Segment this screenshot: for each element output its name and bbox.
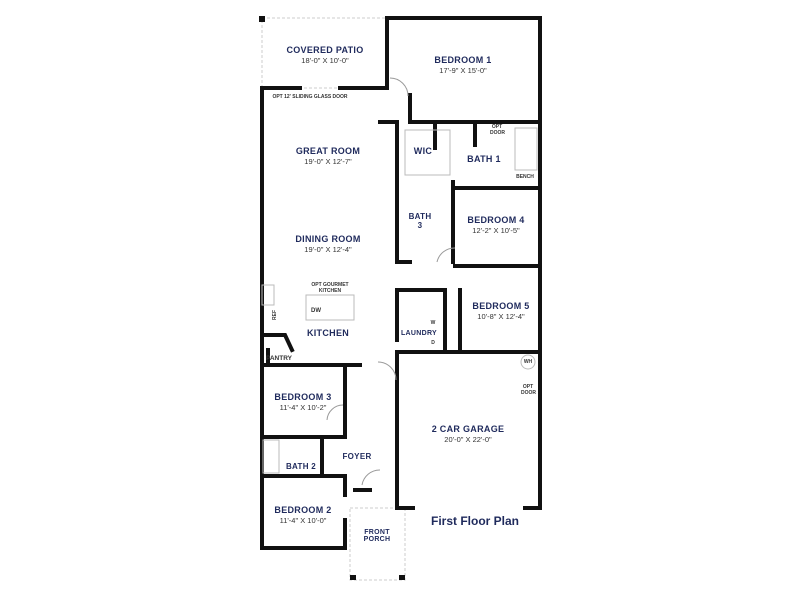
room-dims: 19'-0" X 12'-4"	[304, 245, 352, 254]
bathtub	[262, 439, 280, 474]
porch-post	[350, 575, 356, 580]
water-heater	[520, 354, 536, 370]
plan-title: First Floor Plan	[431, 514, 520, 528]
door-swing	[436, 247, 456, 263]
room-dims: 12'-2" X 10'-5"	[472, 226, 520, 235]
label-wic: WIC	[413, 146, 433, 156]
room-dims: 18'-0" X 10'-0"	[301, 56, 349, 65]
walls	[260, 16, 542, 550]
room-name: BEDROOM 2	[274, 505, 332, 515]
room-dims: 10'-8" X 12'-4"	[477, 312, 525, 321]
label-opt-door-garage: OPT DOOR	[521, 384, 536, 396]
label-bath-3: BATH 3	[408, 212, 432, 230]
refrigerator	[261, 284, 275, 306]
label-kitchen: KITCHEN	[306, 328, 350, 338]
label-foyer: FOYER	[342, 452, 372, 461]
label-bath-1: BATH 1	[467, 154, 501, 164]
wic-shelf	[404, 129, 451, 176]
patio-post	[259, 16, 265, 22]
label-opt-door-bath: OPT DOOR	[490, 124, 505, 136]
room-name: COVERED PATIO	[286, 45, 364, 55]
door-swing	[361, 469, 381, 486]
label-opt-gourmet-kitchen: OPT GOURMET KITCHEN	[311, 282, 349, 294]
label-pantry: PANTRY	[266, 355, 292, 362]
label-washer: W	[430, 320, 436, 326]
room-name: BEDROOM 3	[274, 392, 332, 402]
room-dims: 11'-4" X 10'-0"	[279, 516, 327, 525]
label-wh: WH	[523, 359, 533, 365]
room-name: BEDROOM 5	[472, 301, 530, 311]
door-swing	[377, 361, 397, 381]
kitchen-island	[305, 294, 355, 321]
shower	[514, 127, 538, 171]
room-dims: 19'-0" X 12'-7"	[304, 157, 352, 166]
label-bath-2: BATH 2	[285, 462, 317, 471]
label-ref: REF	[272, 310, 278, 320]
front-porch-outline	[349, 507, 406, 581]
room-dims: 17'-9" X 15'-0"	[439, 66, 487, 75]
label-laundry: LAUNDRY	[400, 330, 438, 337]
label-dryer: D	[431, 340, 435, 346]
label-dw: DW	[311, 308, 321, 314]
label-sliding-door: OPT 12' SLIDING GLASS DOOR	[272, 94, 348, 100]
door-swing	[389, 77, 409, 97]
label-bench: BENCH	[516, 174, 534, 180]
room-name: GREAT ROOM	[295, 146, 361, 156]
porch-post	[399, 575, 405, 580]
room-name: 2 CAR GARAGE	[431, 424, 505, 434]
room-name: BEDROOM 4	[467, 215, 525, 225]
room-dims: 11'-4" X 10'-2"	[279, 403, 327, 412]
room-name: DINING ROOM	[295, 234, 361, 244]
label-front-porch: FRONT PORCH	[363, 529, 391, 543]
door-swing	[326, 404, 344, 421]
room-name: BEDROOM 1	[434, 55, 492, 65]
room-dims: 20'-0" X 22'-0"	[444, 435, 492, 444]
